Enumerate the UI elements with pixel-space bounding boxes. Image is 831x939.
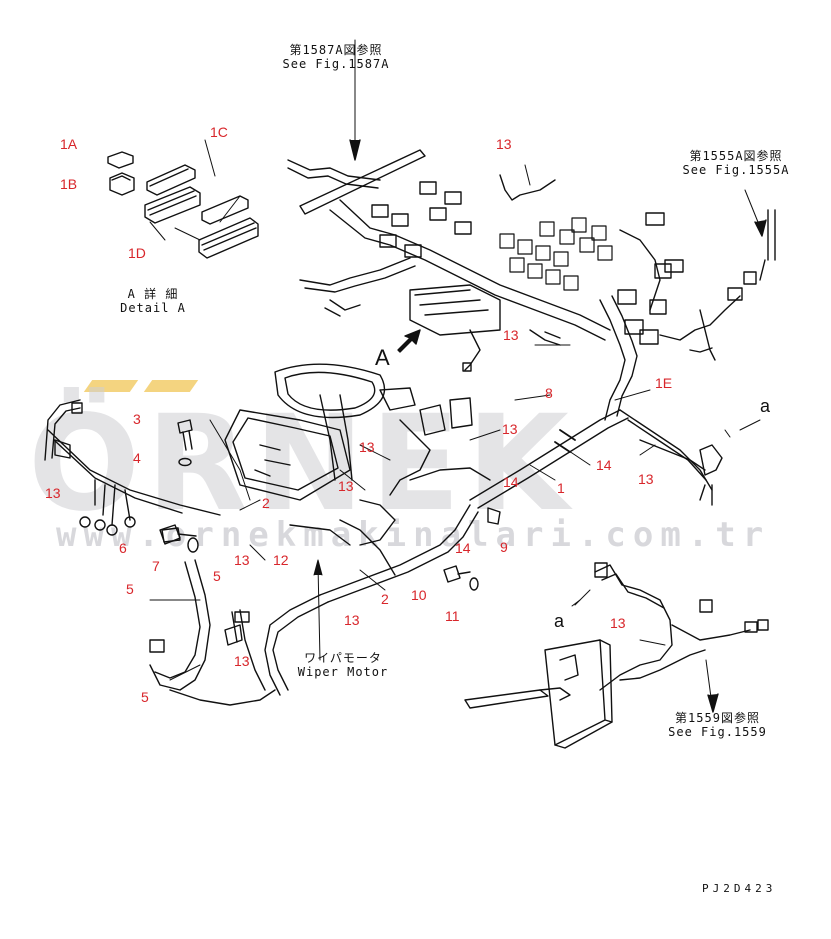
callout-10: 10 xyxy=(411,587,427,603)
wiper-motor-label: ワイパモータ Wiper Motor xyxy=(288,651,398,680)
label-jp: ワイパモータ xyxy=(304,651,382,665)
callout-5: 5 xyxy=(213,568,221,584)
reference-en: See Fig.1559 xyxy=(668,724,767,739)
callout-12: 12 xyxy=(273,552,289,568)
callout-14: 14 xyxy=(503,474,519,490)
view-a-arrow-icon xyxy=(397,329,421,353)
fig-1559-reference: 第1559図参照 See Fig.1559 xyxy=(660,711,775,740)
callout-13: 13 xyxy=(45,485,61,501)
callout-1a: 1A xyxy=(60,136,78,152)
callout-1d: 1D xyxy=(128,245,146,261)
callout-6: 6 xyxy=(119,540,127,556)
dashboard-assembly xyxy=(224,363,491,576)
callout-13: 13 xyxy=(638,471,654,487)
reference-jp: 第1555A図参照 xyxy=(689,149,783,163)
label-en: Wiper Motor xyxy=(297,664,389,679)
left-harness xyxy=(44,399,251,545)
lever-assembly xyxy=(464,562,769,749)
callout-13: 13 xyxy=(359,439,375,455)
callout-9: 9 xyxy=(500,539,508,555)
fig-1587a-reference: 第1587A図参照 See Fig.1587A xyxy=(276,43,396,72)
callout-13: 13 xyxy=(503,327,519,343)
view-letter-a: A xyxy=(375,345,390,370)
fig-1555a-reference: 第1555A図参照 See Fig.1555A xyxy=(676,149,796,178)
callout-14: 14 xyxy=(455,540,471,556)
callout-1c: 1C xyxy=(210,124,228,140)
callout-13: 13 xyxy=(502,421,518,437)
callout-1e: 1E xyxy=(655,375,673,391)
drawing-code: PJ2D423 xyxy=(702,882,777,895)
callout-11: 11 xyxy=(445,608,460,624)
reference-en: See Fig.1555A xyxy=(682,162,790,177)
reference-en: See Fig.1587A xyxy=(282,56,390,71)
callout-14: 14 xyxy=(596,457,612,473)
callout-4: 4 xyxy=(133,450,141,466)
reference-jp: 第1559図参照 xyxy=(675,711,760,725)
caption-en: Detail A xyxy=(120,300,186,315)
detail-a-caption: A 詳 細 Detail A xyxy=(113,287,193,316)
callout-7: 7 xyxy=(152,558,160,574)
callout-5: 5 xyxy=(126,581,134,597)
view-letter-a-lower: a xyxy=(554,611,565,631)
view-letter-a-lower: a xyxy=(760,396,771,416)
caption-jp: A 詳 細 xyxy=(127,287,179,301)
callout-2: 2 xyxy=(262,495,270,511)
detail-a-parts xyxy=(107,139,259,259)
fasteners xyxy=(161,419,501,591)
reference-jp: 第1587A図参照 xyxy=(289,43,383,57)
callout-13: 13 xyxy=(234,653,250,669)
callout-1b: 1B xyxy=(60,176,78,192)
callout-2: 2 xyxy=(381,591,389,607)
leader-lines xyxy=(149,164,761,681)
callout-3: 3 xyxy=(133,411,141,427)
callout-13: 13 xyxy=(344,612,360,628)
callout-1: 1 xyxy=(557,480,565,496)
callout-8: 8 xyxy=(545,385,553,401)
callout-13: 13 xyxy=(610,615,626,631)
callout-13: 13 xyxy=(234,552,250,568)
callout-5: 5 xyxy=(141,689,149,705)
callout-13: 13 xyxy=(338,478,354,494)
callout-13: 13 xyxy=(496,136,512,152)
top-harness xyxy=(287,39,776,421)
